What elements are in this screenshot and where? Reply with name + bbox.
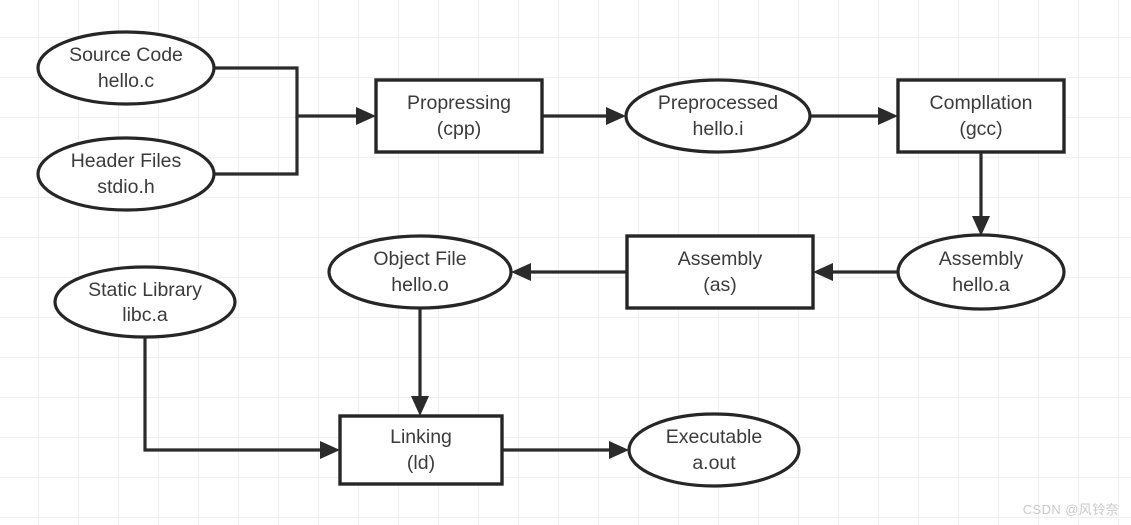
static-library-ellipse[interactable]: [53, 265, 237, 339]
linking-rect[interactable]: [338, 414, 504, 486]
object-file-label-line1: Object File: [373, 248, 466, 270]
preprocessing-label-line2: (cpp): [437, 118, 481, 140]
edge-object-file-to-linking: [411, 308, 429, 416]
compilation-rect[interactable]: [896, 78, 1066, 154]
source-code-label-line2: hello.c: [98, 70, 155, 92]
node-static-library[interactable]: Static Library libc.a: [53, 265, 237, 339]
edge-source-code-to-preprocessing: [214, 66, 376, 125]
assembly-file-label-line2: hello.a: [952, 274, 1010, 296]
compilation-label-line1: Compllation: [930, 92, 1033, 114]
static-library-label-line2: libc.a: [122, 304, 168, 326]
edge-preprocessed-to-compilation: [810, 107, 898, 125]
edge-assembly-step-to-object-file: [511, 263, 627, 281]
source-code-label-line1: Source Code: [69, 44, 183, 66]
static-library-label-line1: Static Library: [88, 279, 202, 301]
edge-preprocessing-to-preprocessed: [542, 107, 626, 125]
node-linking[interactable]: Linking (ld): [338, 414, 504, 486]
node-assembly-step[interactable]: Assembly (as): [625, 234, 815, 310]
assembly-step-label-line2: (as): [703, 274, 737, 296]
object-file-ellipse[interactable]: [327, 234, 513, 310]
assembly-step-label-line1: Assembly: [678, 248, 763, 270]
node-executable[interactable]: Executable a.out: [627, 412, 801, 488]
header-files-label-line1: Header Files: [71, 150, 182, 172]
executable-label-line2: a.out: [692, 452, 736, 474]
node-object-file[interactable]: Object File hello.o: [327, 234, 513, 310]
object-file-label-line2: hello.o: [391, 274, 449, 296]
node-compilation[interactable]: Compllation (gcc): [896, 78, 1066, 154]
executable-label-line1: Executable: [666, 426, 762, 448]
preprocessed-label-line2: hello.i: [693, 118, 744, 140]
preprocessed-ellipse[interactable]: [624, 78, 812, 154]
edge-header-files-to-preprocessing: [214, 116, 299, 176]
node-source-code[interactable]: Source Code hello.c: [36, 30, 216, 106]
node-preprocessed[interactable]: Preprocessed hello.i: [624, 78, 812, 154]
source-code-ellipse[interactable]: [36, 30, 216, 106]
executable-ellipse[interactable]: [627, 412, 801, 488]
csdn-watermark: CSDN @风铃奈: [1022, 502, 1119, 517]
node-header-files[interactable]: Header Files stdio.h: [36, 136, 216, 212]
node-preprocessing[interactable]: Propressing (cpp): [374, 78, 544, 154]
linking-label-line2: (ld): [407, 452, 435, 474]
assembly-step-rect[interactable]: [625, 234, 815, 310]
header-files-ellipse[interactable]: [36, 136, 216, 212]
preprocessing-label-line1: Propressing: [407, 92, 511, 114]
assembly-file-ellipse[interactable]: [896, 233, 1066, 311]
edge-assembly-file-to-assembly-step: [813, 263, 898, 281]
edge-linking-to-executable: [502, 441, 629, 459]
edge-compilation-to-assembly-file: [972, 152, 990, 236]
preprocessed-label-line1: Preprocessed: [658, 92, 778, 114]
assembly-file-label-line1: Assembly: [939, 248, 1024, 270]
node-assembly-file[interactable]: Assembly hello.a: [896, 233, 1066, 311]
header-files-label-line2: stdio.h: [97, 176, 154, 198]
compilation-label-line2: (gcc): [959, 118, 1002, 140]
linking-label-line1: Linking: [390, 426, 452, 448]
preprocessing-rect[interactable]: [374, 78, 544, 154]
edge-static-library-to-linking: [143, 337, 340, 459]
